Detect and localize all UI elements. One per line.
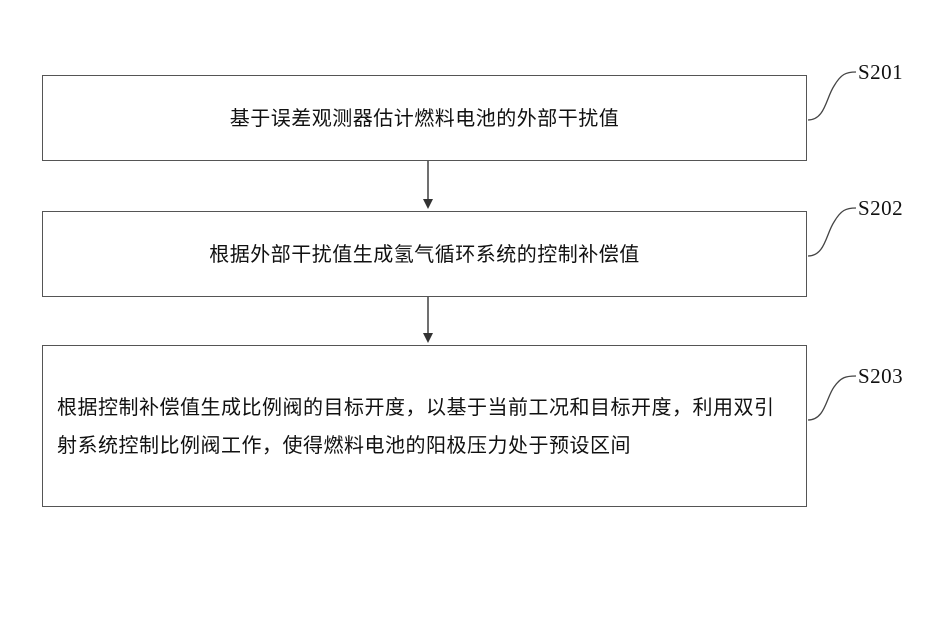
leader-curve-s201 xyxy=(808,72,856,120)
leader-curve-s202 xyxy=(808,208,856,256)
leader-curve-s203 xyxy=(808,376,856,420)
